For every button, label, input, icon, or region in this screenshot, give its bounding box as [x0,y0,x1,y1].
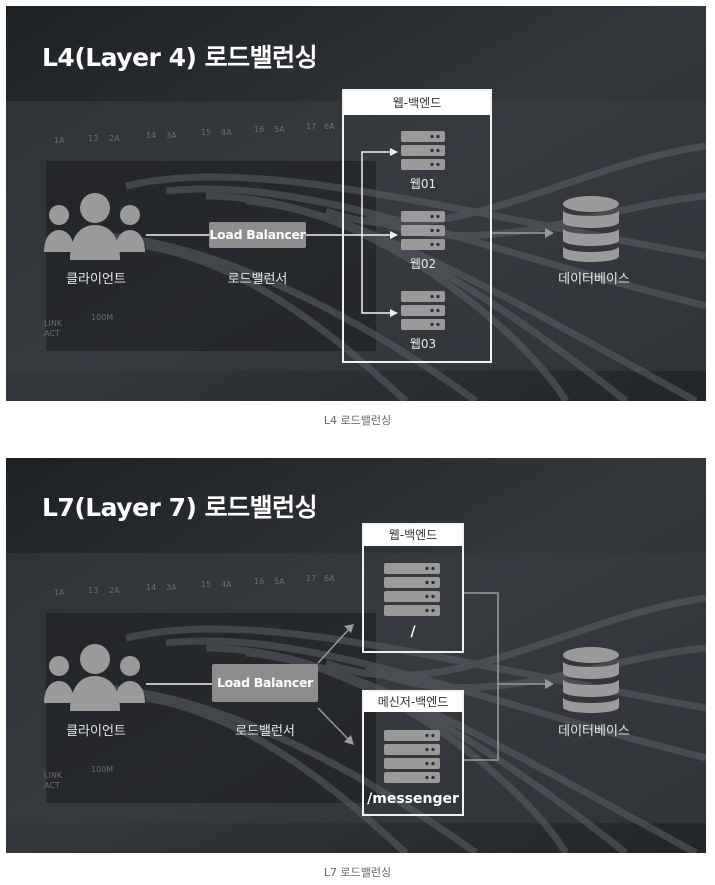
load-balancer-label: 로드밸런서 [235,724,295,739]
l4-diagram-graphics [44,131,619,330]
server-icon [384,563,440,616]
switch-marking: ACT [44,781,60,790]
server-icon [401,291,445,330]
switch-marking: 3A [166,131,177,140]
switch-marking: 17 [306,574,316,583]
lb-to-backend-connectors [317,627,351,742]
messenger-backend-group: 메신저-백엔드 [362,690,464,816]
lb-connector-arrowheads [344,624,354,745]
database-label: 데이터베이스 [558,724,630,739]
db-arrowhead-icon [545,228,554,238]
lb-connector-arrowheads [390,148,398,317]
switch-marking: 14 [146,583,156,592]
switch-marking: LINK [44,771,63,780]
database-icon [563,647,619,713]
l7-caption: L7 로드밸런싱 [323,866,392,879]
switch-marking: 4A [221,580,232,589]
l7-diagram-graphics [44,563,619,783]
switch-marking: 1A [54,136,65,145]
switch-marking: ACT [44,329,60,338]
switch-marking: 6A [324,122,335,131]
load-balancer-box: Load Balancer [209,222,306,248]
server-icon [384,730,440,783]
database-icon [563,196,619,262]
switch-marking: LINK [44,319,63,328]
switch-marking: 4A [221,128,232,137]
web-route-path: / [410,624,416,640]
backend-to-db-connectors [464,592,546,761]
l7-diagram-panel: 1A 13 2A 14 3A 15 4A 16 5A 17 6A LINK AC… [6,458,706,853]
server-icon [401,131,445,170]
server-label-web01: 웹01 [409,177,437,191]
switch-marking: 13 [88,586,98,595]
client-label: 클라이언트 [66,724,126,739]
switch-marking: 16 [254,577,264,586]
switch-marking: 100M [91,313,113,322]
web-backend-title: 웹-백엔드 [344,91,490,115]
web-backend-group: 웹-백엔드 [362,523,464,653]
page-title: L4(Layer 4) 로드밸런싱 [42,43,318,72]
messenger-route-path: /messenger [367,791,459,807]
load-balancer-box: Load Balancer [212,664,318,702]
switch-marking: 2A [109,134,120,143]
client-label: 클라이언트 [66,272,126,287]
server-label-web03: 웹03 [409,337,437,351]
switch-marking: 16 [254,125,264,134]
switch-marking: 13 [88,134,98,143]
switch-marking: 17 [306,122,316,131]
server-label-web02: 웹02 [409,257,437,271]
client-group-icon [44,644,145,711]
database-label: 데이터베이스 [558,272,630,287]
db-arrowhead-icon [545,679,554,689]
switch-marking: 2A [109,586,120,595]
switch-marking: 3A [166,583,177,592]
switch-marking: 15 [201,128,211,137]
switch-marking: 14 [146,131,156,140]
switch-marking: 6A [324,574,335,583]
load-balancer-label: 로드밸런서 [227,272,288,287]
switch-marking: 5A [274,125,285,134]
switch-marking: 100M [91,765,113,774]
page-title: L7(Layer 7) 로드밸런싱 [42,493,318,522]
lb-to-server-connectors [306,151,392,314]
switch-marking: 1A [54,588,65,597]
switch-marking: 5A [274,577,285,586]
l4-caption: L4 로드밸런싱 [323,414,392,427]
web-backend-title: 웹-백엔드 [364,525,462,546]
client-group-icon [44,193,145,260]
switch-marking: 15 [201,580,211,589]
l4-diagram-panel: 1A 13 2A 14 3A 15 4A 16 5A 17 6A LINK AC… [6,6,706,401]
server-icon [401,211,445,250]
messenger-backend-title: 메신저-백엔드 [364,692,462,712]
web-backend-group: 웹-백엔드 [342,89,492,363]
